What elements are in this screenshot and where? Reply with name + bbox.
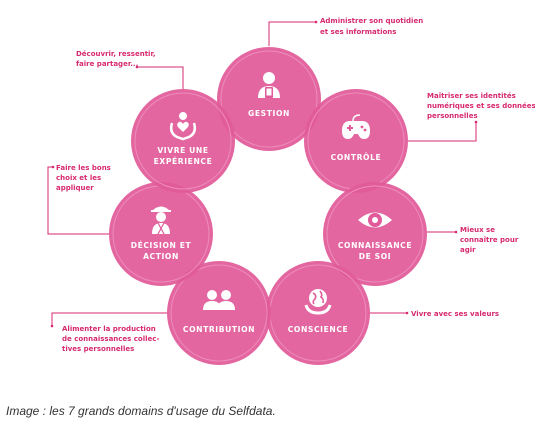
domain-ring-contribution: [170, 264, 268, 362]
annotation-gestion: Administrer son quotidien: [320, 17, 423, 25]
domain-circle-gestion: [217, 47, 321, 151]
annotation-conscience: Vivre avec ses valeurs: [411, 310, 499, 318]
annotation-connaissance: Mieux se: [460, 226, 495, 234]
annotation-connaissance: connaître pour: [460, 236, 519, 244]
annotation-controle: numériques et ses données: [427, 102, 535, 110]
annotation-experience: Découvrir, ressentir,: [76, 50, 156, 58]
domain-circle-connaissance: [323, 182, 427, 286]
heart-hands-icon: [169, 112, 197, 141]
domain-gestion: GESTION: [217, 47, 321, 151]
person-phone-icon: [258, 72, 280, 98]
connector-lines: [47, 20, 478, 328]
domain-label-experience: EXPÉRIENCE: [154, 157, 213, 166]
domain-conscience: CONSCIENCE: [266, 261, 370, 365]
domain-label-contribution: CONTRIBUTION: [183, 325, 255, 334]
domain-circle-experience: [131, 89, 235, 193]
domain-label-experience: VIVRE UNE: [157, 146, 208, 155]
connector-dot-conscience: [405, 311, 409, 315]
domain-ring-connaissance: [326, 185, 424, 283]
annotation-contribution: de connaissances collec-: [62, 335, 159, 343]
connector-gestion: [268, 21, 316, 46]
domain-label-decision: ACTION: [143, 252, 179, 261]
annotation-contribution: Alimenter la production: [62, 325, 156, 333]
annotation-decision: choix et les: [56, 174, 101, 182]
domain-label-connaissance: DE SOI: [359, 252, 391, 261]
domain-contribution: CONTRIBUTION: [167, 261, 271, 365]
domain-circle-contribution: [167, 261, 271, 365]
connector-dot-connaissance: [454, 230, 458, 234]
domain-circle-controle: [304, 89, 408, 193]
domain-experience: VIVRE UNE EXPÉRIENCE: [131, 89, 235, 193]
domain-ring-gestion: [220, 50, 318, 148]
domain-label-connaissance: CONNAISSANCE: [338, 241, 412, 250]
connector-experience: [137, 66, 184, 89]
gamepad-icon: [342, 114, 370, 139]
connector-dot-decision: [51, 165, 55, 169]
domain-ring-experience: [134, 92, 232, 190]
connector-dot-controle: [474, 120, 478, 124]
annotation-decision: Faire les bons: [56, 164, 111, 172]
annotation-connaissance: agir: [460, 246, 476, 254]
globe-hands-icon: [304, 289, 332, 315]
annotation-controle: personnelles: [427, 112, 478, 120]
connector-controle: [408, 122, 477, 142]
image-caption: Image : les 7 grands domains d'usage du …: [6, 404, 276, 418]
domain-label-decision: DÉCISION ET: [131, 241, 192, 250]
connector-contribution: [51, 312, 167, 326]
domain-connaissance: CONNAISSANCE DE SOI: [323, 182, 427, 286]
connector-decision: [47, 166, 109, 235]
annotation-experience: faire partager...: [76, 60, 138, 68]
domain-controle: CONTRÔLE: [304, 89, 408, 193]
domain-label-controle: CONTRÔLE: [331, 153, 382, 162]
annotation-gestion: et ses informations: [320, 28, 396, 36]
people-icon: [203, 290, 235, 310]
annotation-contribution: tives personnelles: [62, 345, 134, 353]
annotation-decision: appliquer: [56, 184, 94, 192]
domain-decision: DÉCISION ET ACTION: [109, 182, 213, 286]
domain-label-gestion: GESTION: [248, 109, 290, 118]
connector-dot-gestion: [314, 20, 318, 24]
annotation-controle: Maîtriser ses identités: [427, 92, 516, 100]
domain-label-conscience: CONSCIENCE: [288, 325, 349, 334]
connector-dot-contribution: [50, 324, 54, 328]
explorer-person-icon: [151, 206, 171, 235]
selfdata-diagram: GESTION CONTRÔLE CONNAISSANCE DE SOI CONSCIE…: [47, 17, 535, 365]
eye-icon: [358, 212, 392, 228]
connector-dot-experience: [135, 65, 139, 69]
